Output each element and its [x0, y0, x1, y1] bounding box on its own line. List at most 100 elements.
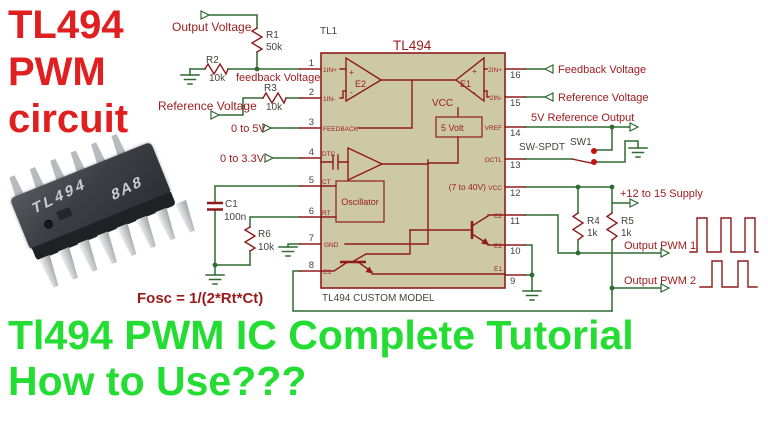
output-terminal-icon: [629, 122, 640, 132]
dtc-comparator: [347, 146, 384, 182]
input-terminal-icon: [543, 92, 554, 102]
ic-ref: TL1: [320, 26, 338, 37]
title-block: TL494 PWM circuit: [8, 2, 128, 143]
net-output-voltage: Output Voltage: [172, 20, 252, 34]
component-annotations: R1 50k R2 10k R3 10k R4 1k R5 1k R6 10k …: [206, 30, 634, 253]
oscillator-label: Oscillator: [341, 197, 379, 207]
caption-line-1: Tl494 PWM IC Complete Tutorial: [8, 312, 634, 358]
svg-text:VCC: VCC: [488, 185, 502, 192]
svg-text:16: 16: [510, 70, 521, 81]
svg-text:GND: GND: [324, 242, 339, 249]
svg-text:1: 1: [309, 58, 314, 69]
amp2-label: E2: [355, 79, 366, 89]
error-amp-1: [454, 56, 485, 103]
svg-text:13: 13: [510, 160, 521, 171]
capacitor-c1: [207, 201, 223, 211]
svg-text:12: 12: [510, 188, 521, 199]
svg-text:R3: R3: [264, 83, 277, 94]
title-line-2: PWM: [8, 50, 106, 94]
svg-text:5: 5: [309, 175, 314, 186]
svg-text:3: 3: [309, 117, 314, 128]
input-terminal-icon: [262, 123, 273, 133]
svg-text:R4: R4: [587, 216, 600, 227]
title-line-1: TL494: [8, 3, 124, 47]
switch-sw1: [571, 148, 597, 165]
resistor-r4: [571, 212, 585, 241]
regulator-label: 5 Volt: [441, 123, 464, 133]
regulator-5v-box: [435, 116, 483, 138]
input-terminal-icon: [200, 10, 211, 20]
resistor-r5: [605, 212, 619, 241]
svg-text:1k: 1k: [621, 228, 633, 239]
switch-ref: SW1: [570, 137, 592, 148]
ic-pin-numbers: 1 2 3 4 5 6 7 8 16 15 14 13 12 11 10 9: [309, 58, 521, 287]
svg-text:1k: 1k: [587, 228, 599, 239]
output-terminal-icon: [660, 248, 671, 258]
svg-text:C1: C1: [323, 269, 332, 276]
svg-text:6: 6: [309, 206, 314, 217]
svg-text:2IN+: 2IN+: [488, 67, 502, 74]
net-feedback-voltage-r: Feedback Voltage: [558, 64, 646, 76]
ground-symbols: [180, 74, 648, 301]
svg-text:15: 15: [510, 98, 521, 109]
svg-text:1IN+: 1IN+: [323, 67, 337, 74]
output-transistor-q2: [409, 214, 506, 246]
resistor-r3: [262, 91, 287, 105]
net-supply: +12 to 15 Supply: [620, 188, 703, 200]
amp1-minus: -: [473, 87, 476, 97]
vcc-internal-label: VCC: [432, 98, 453, 109]
net-reference-voltage: Reference Voltage: [158, 99, 257, 113]
net-reference-voltage-r: Reference Voltage: [558, 92, 649, 104]
resistor-r2: [204, 62, 229, 76]
svg-text:E1: E1: [494, 266, 502, 273]
pwm2-waveform-icon: [699, 260, 758, 288]
svg-text:14: 14: [510, 128, 521, 139]
net-output-pwm1: Output PWM 1: [624, 240, 696, 252]
caption: Tl494 PWM IC Complete Tutorial How to Us…: [8, 312, 634, 404]
input-terminal-icon: [264, 153, 275, 163]
terminal-arrows: [200, 10, 671, 293]
output-terminal-icon: [660, 283, 671, 293]
caption-line-2: How to Use???: [8, 358, 307, 404]
svg-text:C1: C1: [225, 199, 238, 210]
input-terminal-icon: [210, 110, 221, 120]
amp1-plus: +: [472, 66, 477, 76]
junction-dots: [212, 66, 615, 291]
svg-text:50k: 50k: [266, 42, 283, 53]
ic-model-note: TL494 CUSTOM MODEL: [322, 293, 435, 304]
svg-text:CT: CT: [322, 179, 331, 186]
svg-text:1IN-: 1IN-: [323, 96, 335, 103]
svg-text:8: 8: [309, 260, 314, 271]
svg-text:10k: 10k: [258, 242, 275, 253]
svg-text:2: 2: [309, 87, 314, 98]
ic-title: TL494: [393, 38, 432, 53]
output-transistor-q1: [320, 229, 506, 275]
ic-outline: [320, 52, 506, 289]
svg-text:R5: R5: [621, 216, 634, 227]
pwm-waveforms: [689, 217, 759, 288]
svg-text:OCTL: OCTL: [485, 157, 503, 164]
amp2-minus: -: [350, 87, 353, 97]
amp1-label: E1: [460, 79, 471, 89]
svg-text:RT: RT: [322, 210, 331, 217]
net-output-pwm2: Output PWM 2: [624, 275, 696, 287]
svg-text:10k: 10k: [266, 102, 283, 113]
switch-type: SW-SPDT: [519, 142, 565, 153]
ic-tl494: [299, 52, 526, 289]
svg-text:DTC: DTC: [322, 151, 336, 158]
svg-text:R2: R2: [206, 55, 219, 66]
title-line-3: circuit: [8, 97, 129, 141]
resistor-r1: [250, 27, 264, 53]
net-feedback-voltage: feedback Voltage: [236, 72, 320, 84]
svg-text:10k: 10k: [209, 73, 226, 84]
oscillator-box: [335, 180, 385, 223]
net-0-5v: 0 to 5V: [231, 123, 267, 135]
svg-text:R6: R6: [258, 229, 271, 240]
svg-text:R1: R1: [266, 30, 279, 41]
resistor-r6: [243, 226, 257, 252]
oscillator-formula: Fosc = 1/(2*Rt*Ct): [137, 290, 263, 307]
svg-text:2IN-: 2IN-: [490, 95, 502, 102]
svg-text:100n: 100n: [224, 212, 246, 223]
